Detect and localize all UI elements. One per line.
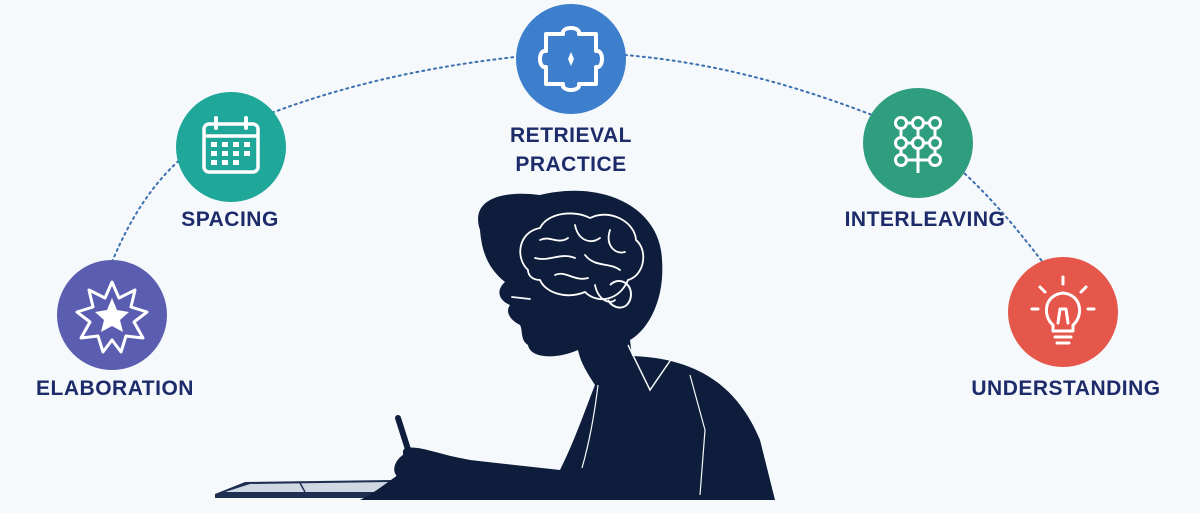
connected-nodes-icon	[894, 116, 942, 173]
label-understanding: UNDERSTANDING	[971, 377, 1161, 400]
calendar-icon	[202, 116, 260, 174]
label-elaboration: ELABORATION	[36, 377, 194, 400]
elaboration-circle	[57, 260, 167, 370]
interleaving-circle	[863, 88, 973, 198]
spacing-circle	[176, 92, 286, 202]
brain-icon	[519, 212, 645, 303]
label-spacing: SPACING	[181, 208, 279, 231]
lightbulb-icon	[1030, 275, 1096, 345]
label-retrieval-line2: PRACTICE	[515, 153, 627, 176]
label-retrieval-line1: RETRIEVAL	[510, 124, 632, 147]
puzzle-piece-icon	[538, 26, 604, 92]
retrieval-circle	[516, 4, 626, 114]
starburst-icon	[75, 280, 149, 354]
label-interleaving: INTERLEAVING	[844, 208, 1006, 231]
understanding-circle	[1008, 257, 1118, 367]
